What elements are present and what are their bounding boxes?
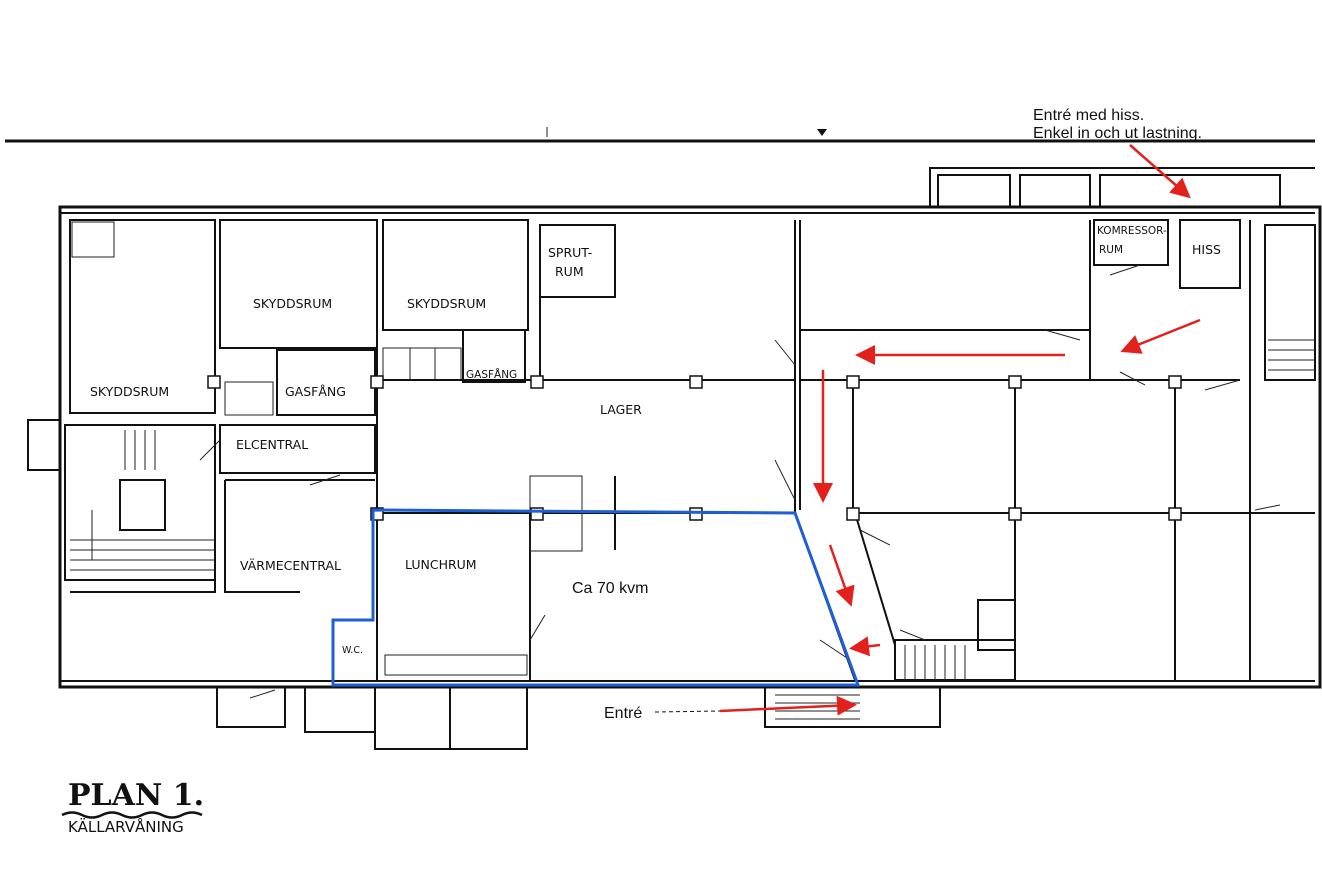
highlighted-rental-area [331, 508, 861, 687]
plan-subtitle: KÄLLARVÅNING [68, 817, 184, 836]
room-hiss: HISS [1192, 242, 1221, 257]
room-sprutrum-line1: SPRUT- [548, 245, 592, 260]
area-label: Ca 70 kvm [572, 580, 648, 597]
room-kompressor-line1: KOMRESSOR- [1097, 225, 1167, 237]
room-kompressor-line2: RUM [1099, 244, 1123, 256]
plan-title: PLAN 1. [68, 778, 204, 813]
room-skyddsrum-2: SKYDDSRUM [253, 296, 332, 311]
room-gasfang-1: GASFÅNG [285, 384, 346, 399]
route-arrows [654, 144, 1201, 716]
room-lager: LAGER [600, 402, 642, 417]
room-sprutrum-line2: RUM [555, 264, 584, 279]
room-gasfang-2: GASFÅNG [466, 368, 517, 381]
room-lunchrum: LUNCHRUM [405, 557, 477, 572]
room-varmecentral: VÄRMECENTRAL [240, 558, 341, 573]
room-skyddsrum-1: SKYDDSRUM [90, 384, 169, 399]
room-wc: W.C. [342, 645, 363, 656]
room-elcentral: ELCENTRAL [236, 437, 308, 452]
elevator-entrance-note-line2: Enkel in och ut lastning. [1033, 125, 1202, 142]
room-skyddsrum-3: SKYDDSRUM [407, 296, 486, 311]
walls [27, 167, 1322, 750]
entrance-label: Entré [604, 705, 642, 722]
elevator-entrance-note-line1: Entré med hiss. [1033, 107, 1144, 124]
